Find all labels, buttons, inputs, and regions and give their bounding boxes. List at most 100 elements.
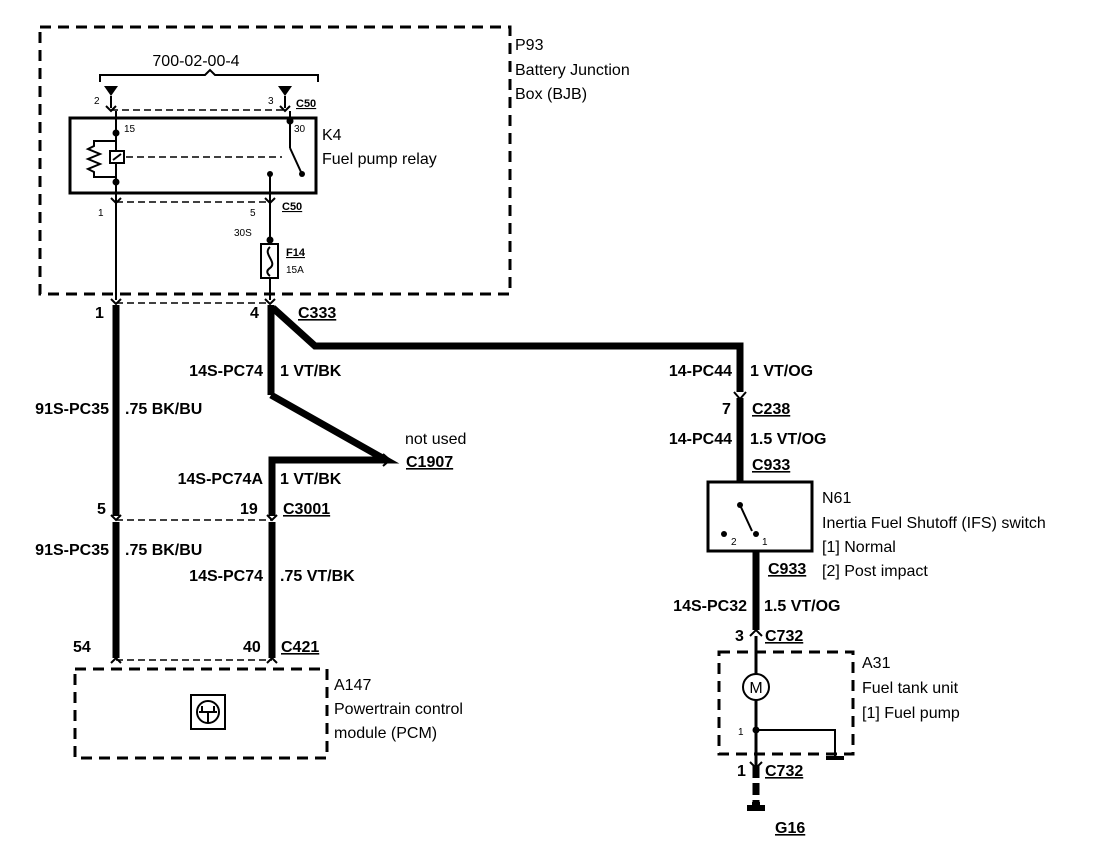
c3001-chevron-left <box>110 514 122 522</box>
wire-91s-pc35-bottom-circuit: 91S-PC35 <box>35 542 109 559</box>
c3001-pin-left: 5 <box>97 501 106 518</box>
ifs-switch-box <box>706 480 814 553</box>
wire-91s-pc35-top-circuit: 91S-PC35 <box>35 401 109 418</box>
c238-chevron <box>733 391 747 401</box>
fuel-tank-item-pump: [1] Fuel pump <box>862 705 960 722</box>
c333-pin-right: 4 <box>250 305 259 322</box>
ifs-switch-blade <box>739 504 753 532</box>
wire-14s-pc74a-splice <box>268 391 400 516</box>
c333-label: C333 <box>298 305 336 322</box>
pcm-id: A147 <box>334 677 371 694</box>
pcm-module-icon-transistor <box>199 706 217 722</box>
wire-14s-pc74-bottom-spec: .75 VT/BK <box>280 568 355 585</box>
wire-14-pc44-b-spec: 1.5 VT/OG <box>750 431 826 448</box>
c732-bottom-label: C732 <box>765 763 803 780</box>
ifs-pin-2: 2 <box>731 537 737 548</box>
c732-top-chevron <box>749 628 763 637</box>
wire-14-pc44-a-spec: 1 VT/OG <box>750 363 813 380</box>
c421-pin-left: 54 <box>73 639 91 656</box>
c421-label: C421 <box>281 639 319 656</box>
c1907-label: C1907 <box>406 454 453 471</box>
fuel-tank-pin: 1 <box>738 727 744 738</box>
c50-top-chevron-left <box>105 105 117 113</box>
wire-14s-pc32-circuit: 14S-PC32 <box>673 598 747 615</box>
c732-top-label: C732 <box>765 628 803 645</box>
c1907-note: not used <box>405 431 466 448</box>
relay-node-15 <box>112 129 120 137</box>
pcm-name-line2: module (PCM) <box>334 725 437 742</box>
pcm-module-icon-circle <box>196 700 220 724</box>
wire-14s-pc74a-circuit: 14S-PC74A <box>178 471 264 488</box>
relay-pin-15: 15 <box>124 124 136 135</box>
bjb-name-line2: Box (BJB) <box>515 86 587 103</box>
ifs-contact-2 <box>721 531 727 537</box>
part-number-bracket <box>99 68 319 82</box>
c421-chevron-right <box>266 656 278 664</box>
relay-node-30 <box>286 117 294 125</box>
c3001-chevron-right <box>266 514 278 522</box>
fuse-top-node <box>266 236 274 244</box>
ifs-id: N61 <box>822 490 851 507</box>
c50-top-chevron-right <box>279 105 291 113</box>
c1907-chevron <box>382 453 392 467</box>
c50-bottom-chevron-left <box>110 197 122 205</box>
relay-suppression-resistor <box>85 140 116 178</box>
terminal-2-triangle <box>104 86 118 96</box>
ifs-state-post-impact: [2] Post impact <box>822 563 928 580</box>
c50-top-label: C50 <box>296 98 316 110</box>
c333-chevron-right <box>264 298 276 306</box>
relay-node-coil-bottom <box>112 178 120 186</box>
relay-k4-box <box>68 116 318 195</box>
c732-bottom-chevron <box>749 761 763 770</box>
wire-14s-pc74a-spec: 1 VT/BK <box>280 471 342 488</box>
relay-name: Fuel pump relay <box>322 151 437 168</box>
c238-pin: 7 <box>722 401 731 418</box>
bjb-id: P93 <box>515 37 544 54</box>
wire-14s-pc74-top-circuit: 14S-PC74 <box>189 363 263 380</box>
wire-14s-pc32-spec: 1.5 VT/OG <box>764 598 840 615</box>
bjb-top-pin-right: 3 <box>268 96 274 107</box>
relay-id: K4 <box>322 127 342 144</box>
c732-top-pin: 3 <box>735 628 744 645</box>
wire-91s-pc35-bottom-spec: .75 BK/BU <box>125 542 202 559</box>
g16-label: G16 <box>775 820 805 837</box>
wire-91s-pc35-top-spec: .75 BK/BU <box>125 401 202 418</box>
ifs-state-normal: [1] Normal <box>822 539 896 556</box>
relay-coil-diagonal <box>112 153 122 161</box>
c933-bottom-label: C933 <box>768 561 806 578</box>
c333-pin-left: 1 <box>95 305 104 322</box>
bjb-box <box>38 25 512 296</box>
wire-14-pc44-upper <box>270 305 744 392</box>
terminal-3-triangle <box>278 86 292 96</box>
relay-pin-30: 30 <box>294 124 306 135</box>
bjb-name-line1: Battery Junction <box>515 62 630 79</box>
fuel-tank-name: Fuel tank unit <box>862 680 959 697</box>
c50-bottom-label: C50 <box>282 201 302 213</box>
fuse-id: F14 <box>286 247 306 259</box>
relay-switch-blade <box>289 147 302 173</box>
c3001-pin-right: 19 <box>240 501 258 518</box>
tank-internal-ground-wire <box>756 729 836 756</box>
c732-bottom-pin: 1 <box>737 763 746 780</box>
ifs-pin-1: 1 <box>762 537 768 548</box>
ifs-contact-1 <box>753 531 759 537</box>
bjb-bottom-pin-right: 5 <box>250 208 256 219</box>
bjb-bottom-pin-left: 1 <box>98 208 104 219</box>
c333-chevron-left <box>110 298 122 306</box>
relay-switch-contact <box>299 171 305 177</box>
pcm-box <box>73 667 329 760</box>
bjb-fuse-circuit: 30S <box>234 228 252 239</box>
c933-top-label: C933 <box>752 457 790 474</box>
wire-14s-pc74-top-spec: 1 VT/BK <box>280 363 342 380</box>
wire-14-pc44-b-circuit: 14-PC44 <box>669 431 732 448</box>
fuel-pump-motor-symbol: M <box>749 680 762 697</box>
c50-bottom-chevron-right <box>264 197 276 205</box>
fuel-tank-id: A31 <box>862 655 891 672</box>
bjb-top-pin-left: 2 <box>94 96 100 107</box>
ifs-name: Inertia Fuel Shutoff (IFS) switch <box>822 515 1046 532</box>
fuse-f14-element <box>266 246 274 277</box>
c238-label: C238 <box>752 401 790 418</box>
pcm-name-line1: Powertrain control <box>334 701 463 718</box>
bjb-part-number: 700-02-00-4 <box>152 53 239 70</box>
